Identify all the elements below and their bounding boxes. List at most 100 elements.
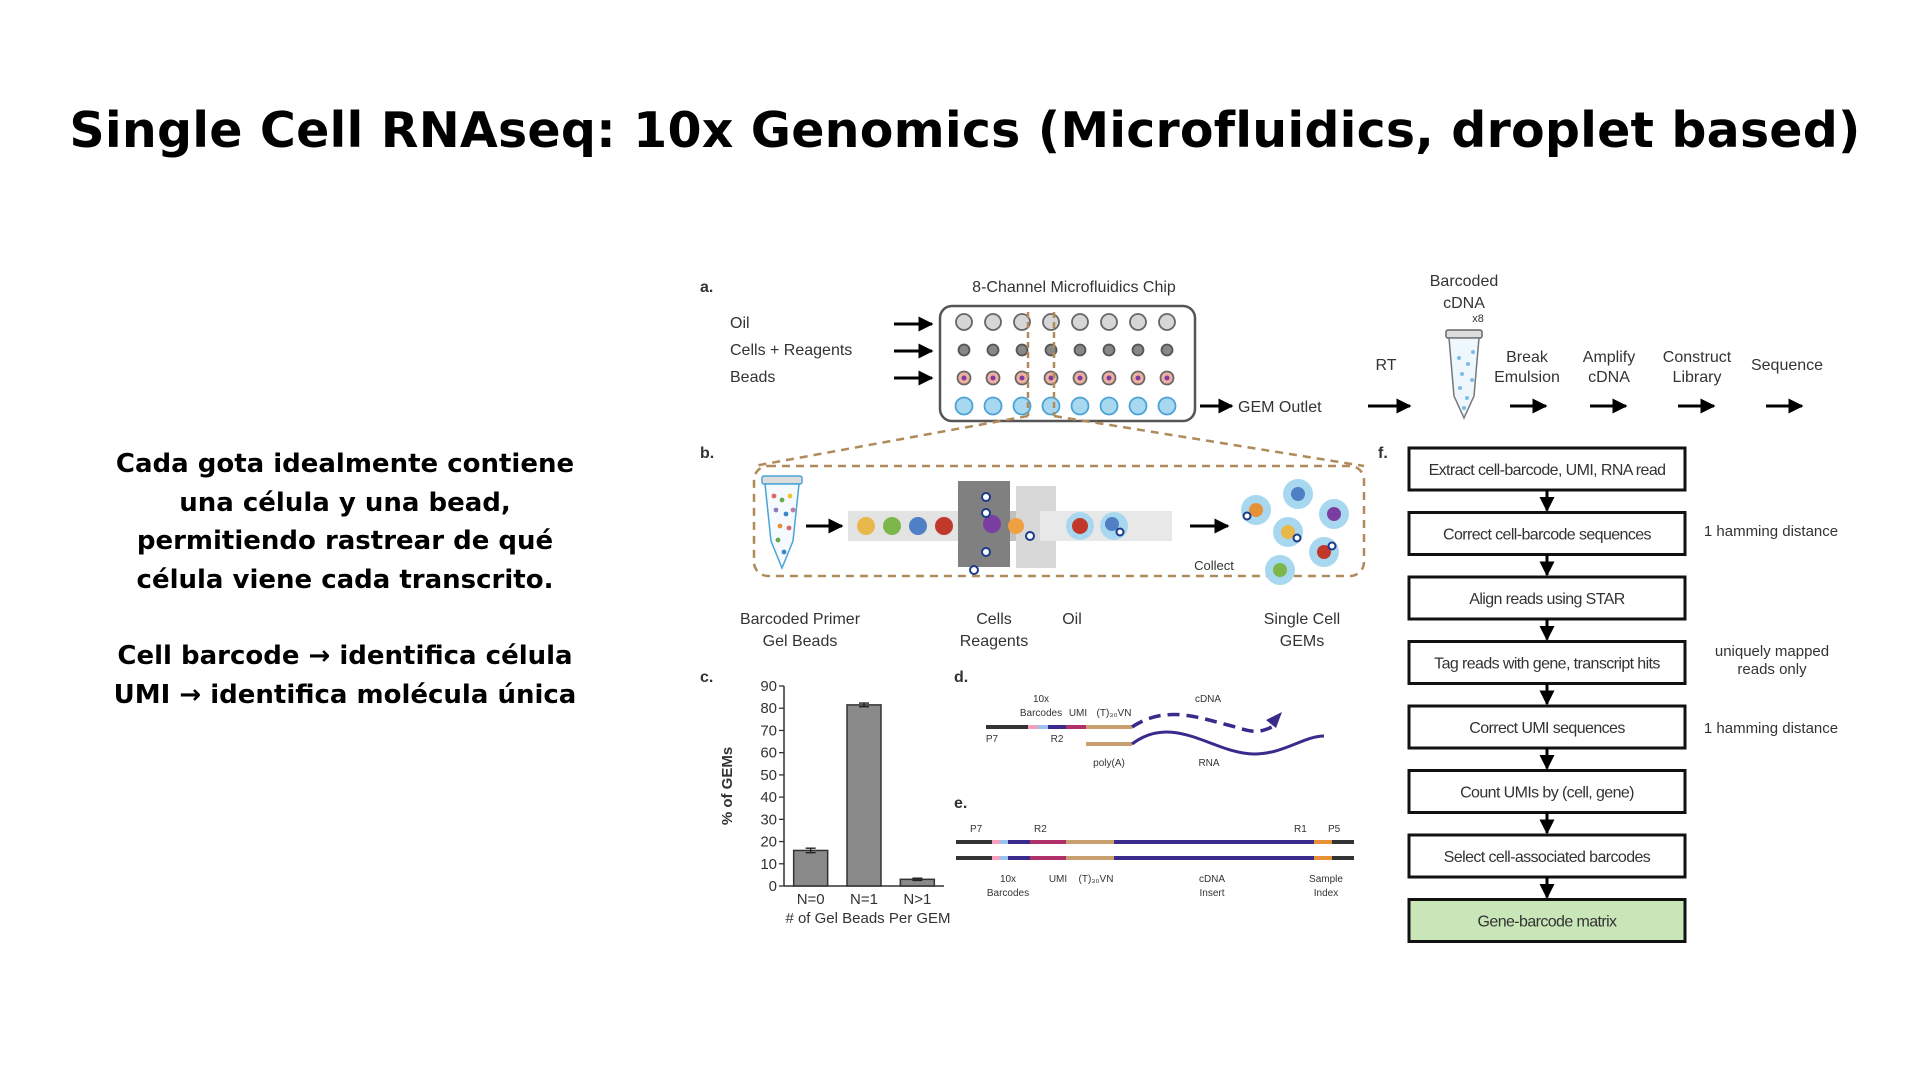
bead-dot [1048, 375, 1054, 381]
e-r1: R1 [1294, 824, 1307, 835]
chip-well [957, 343, 971, 357]
chip-well [1157, 396, 1177, 416]
droplet-junction [848, 481, 1172, 575]
step-label-1a: Break [1506, 349, 1549, 366]
note-unique-1: uniquely mapped [1715, 643, 1829, 660]
chip-well [1129, 313, 1147, 331]
d-p7: P7 [986, 734, 999, 745]
rt-label: RT [1375, 357, 1396, 374]
input-oil: Oil [730, 315, 750, 332]
pipeline-step-label: Gene-barcode matrix [1478, 914, 1617, 931]
y-tick-label: 30 [760, 811, 777, 828]
barcode-line: Cell barcode → identifica célula [117, 641, 573, 671]
e-cdna: cDNA [1199, 874, 1225, 885]
pipeline-step-label: Correct cell-barcode sequences [1443, 527, 1651, 544]
d-polyt: (T)₃₀VN [1097, 708, 1132, 719]
x-tick-label: N=0 [797, 891, 825, 908]
panel-a-letter: a. [700, 279, 713, 296]
d-r2: R2 [1051, 734, 1064, 745]
tube-label-1: Barcoded [1430, 273, 1499, 290]
y-tick-label: 60 [760, 745, 777, 762]
zoom-box [752, 464, 1366, 578]
chip-well [984, 313, 1002, 331]
description-text: Cada gota idealmente contiene una célula… [115, 449, 575, 595]
e-library-construct [956, 840, 1354, 860]
chip-well [1015, 343, 1029, 357]
step-label-2a: Amplify [1583, 349, 1635, 366]
chip-well [1012, 396, 1032, 416]
d-rna: RNA [1198, 758, 1219, 769]
single-cell-gems [1241, 479, 1349, 585]
pipeline-step-box [1407, 446, 1687, 492]
gem-outlet-label: GEM Outlet [1238, 399, 1322, 416]
cells-label-1: Cells [976, 611, 1012, 628]
pipeline-step-box [1407, 833, 1687, 879]
10x-workflow-figure: a. 8-Channel Microfluidics Chip Oil Cell… [700, 273, 1838, 943]
d-polya-bar [1086, 742, 1132, 746]
panel-b: b. [700, 414, 1366, 650]
d-cdna: cDNA [1195, 694, 1221, 705]
step-label-4: Sequence [1751, 357, 1823, 374]
cells-label-2: Reagents [960, 633, 1029, 650]
note-unique-2: reads only [1737, 661, 1807, 678]
bead-dot [1019, 375, 1025, 381]
chip-well [955, 313, 973, 331]
step-label-3a: Construct [1663, 349, 1732, 366]
bead-dot [1135, 375, 1141, 381]
e-10x: 10x [1000, 874, 1016, 885]
bead-dot [1106, 375, 1112, 381]
pipeline-step-box [1407, 704, 1687, 750]
input-cells-reagents: Cells + Reagents [730, 342, 852, 359]
y-tick-label: 50 [760, 767, 777, 784]
pipeline-step-box [1407, 898, 1687, 943]
y-tick-label: 80 [760, 700, 777, 717]
chip-well [1042, 313, 1060, 331]
chip-title: 8-Channel Microfluidics Chip [972, 279, 1176, 296]
note-hamming-2: 1 hamming distance [1704, 720, 1838, 737]
y-axis-label: % of GEMs [719, 747, 736, 825]
bead-dot [1077, 375, 1083, 381]
x-tick-label: N>1 [903, 891, 931, 908]
d-strand-top [986, 725, 1132, 729]
bead-dot [990, 375, 996, 381]
y-tick-label: 10 [760, 856, 777, 873]
d-barcodes: Barcodes [1020, 708, 1062, 719]
e-r2: R2 [1034, 824, 1047, 835]
umi-line: UMI → identifica molécula única [113, 679, 577, 710]
step-label-3b: Library [1673, 369, 1722, 386]
x-axis-label: # of Gel Beads Per GEM [785, 910, 950, 927]
e-umi: UMI [1049, 874, 1067, 885]
y-tick-label: 0 [769, 878, 777, 895]
error-bar [805, 847, 816, 854]
chip-well [1099, 396, 1119, 416]
chip-well [1128, 396, 1148, 416]
panel-e: e. P7 R2 R1 P5 10x Barcodes U [954, 795, 1354, 899]
chip-well [1073, 343, 1087, 357]
e-p7: P7 [970, 824, 983, 835]
y-tick-label: 20 [760, 834, 777, 851]
panel-f: f. Extract cell-barcode, UMI, RNA readCo… [1378, 445, 1838, 943]
pipeline-step-label: Correct UMI sequences [1469, 720, 1625, 737]
bar [792, 849, 829, 887]
panel-d-letter: d. [954, 669, 968, 686]
bead-dot [1164, 375, 1170, 381]
e-polyt: (T)₃₀VN [1079, 874, 1114, 885]
pipeline-step-label: Extract cell-barcode, UMI, RNA read [1429, 462, 1666, 479]
pipeline-flowchart: Extract cell-barcode, UMI, RNA readCorre… [1407, 446, 1687, 943]
barcoded-cdna-tube [1445, 329, 1483, 420]
page-title: Single Cell RNAseq: 10x Genomics (Microf… [69, 102, 1861, 159]
d-polya: poly(A) [1093, 758, 1125, 769]
zoom-lines [753, 414, 1365, 468]
processing-steps: Break Emulsion Amplify cDNA Construct Li… [1494, 349, 1823, 414]
chip-well [1100, 313, 1118, 331]
chip-well [1013, 313, 1031, 331]
chip-well [1071, 313, 1089, 331]
slide-description: Cada gota idealmente contiene una célula… [90, 445, 600, 714]
chip-well [1158, 313, 1176, 331]
note-hamming-1: 1 hamming distance [1704, 523, 1838, 540]
d-umi: UMI [1069, 708, 1087, 719]
primer-label-1: Barcoded Primer [740, 611, 861, 628]
step-label-1b: Emulsion [1494, 369, 1560, 386]
e-insert: Insert [1199, 888, 1224, 899]
